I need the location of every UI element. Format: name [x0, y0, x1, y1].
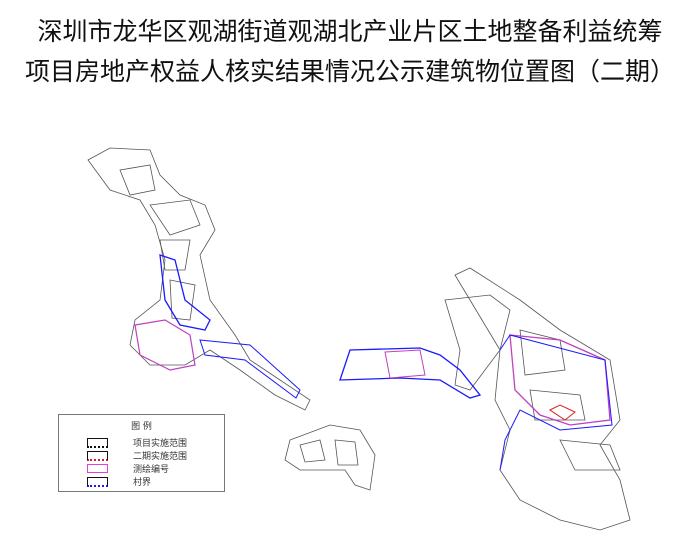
legend-swatch [87, 477, 108, 487]
village-boundary-left [159, 254, 211, 331]
survey-area-right [509, 334, 611, 426]
left-parcel [87, 147, 311, 411]
survey-area-left [134, 319, 196, 371]
right-parcel [444, 267, 631, 531]
survey-area-right-west [384, 349, 426, 379]
map-title-line-1: 深圳市龙华区观湖街道观湖北产业片区土地整备利益统筹 [37, 17, 663, 46]
legend-label: 测绘编号 [133, 465, 170, 475]
legend-label: 二期实施范围 [133, 452, 188, 462]
legend-swatch [87, 438, 108, 448]
map-title-line-2: 项目房地产权益人核实结果情况公示建筑物位置图（二期） [24, 57, 675, 86]
road-boundary-left [199, 339, 301, 399]
legend-swatch [87, 464, 108, 473]
legend-label: 村界 [133, 478, 152, 488]
village-boundary-right-west [339, 347, 482, 399]
village-boundary-right [499, 334, 613, 471]
legend-title: 图 例 [131, 422, 152, 432]
legend-swatch [87, 451, 108, 461]
legend-label: 项目实施范围 [133, 439, 188, 449]
map-legend: 图 例 项目实施范围 二期实施范围 测绘编号 村界 [58, 414, 225, 492]
middle-parcel [284, 424, 376, 491]
phase2-range [549, 404, 576, 421]
